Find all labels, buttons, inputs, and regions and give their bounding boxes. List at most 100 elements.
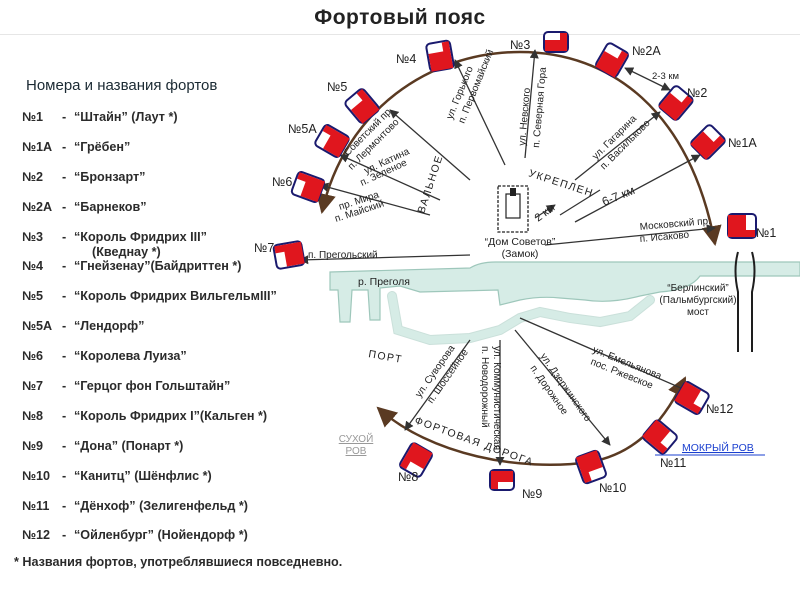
legend-row: №11-“Дёнхоф” (Зелигенфельд *) bbox=[22, 498, 248, 513]
legend-row: №9-“Дона” (Понарт *) bbox=[22, 438, 184, 453]
fort-label-3: №3 bbox=[510, 38, 530, 52]
castle-icon bbox=[497, 185, 529, 233]
legend-num: №1 bbox=[22, 110, 44, 124]
fort-5a-icon bbox=[314, 124, 350, 158]
berlin-bridge bbox=[734, 251, 756, 352]
legend-row: №8-“Король Фридрих I”(Кальген *) bbox=[22, 408, 268, 423]
fort-label-6: №6 bbox=[272, 175, 292, 189]
fort-12-icon bbox=[674, 381, 710, 415]
legend-row: №1-“Штайн” (Лаут *) bbox=[22, 110, 178, 124]
center-label-2: (Замок) bbox=[502, 248, 539, 260]
dry-moat-label-1: СУХОЙ bbox=[339, 432, 374, 445]
road-kommunisticheskaya-2: п. Новодорожный bbox=[479, 346, 490, 428]
fort-2a-icon bbox=[595, 42, 629, 78]
legend-num: №8 bbox=[22, 408, 44, 423]
bridge-label-2: (Пальмбургский) bbox=[659, 294, 736, 306]
distance-far: 6-7 км bbox=[600, 183, 637, 209]
fort-4-icon bbox=[425, 39, 455, 73]
legend-row: №1А-“Грёбен” bbox=[22, 139, 131, 154]
fort-label-4: №4 bbox=[396, 52, 416, 66]
radial-roads bbox=[299, 49, 716, 466]
distance-between: 2-3 км bbox=[652, 71, 679, 82]
legend-name: “Барнеков” bbox=[74, 199, 147, 214]
legend-row: №12-“Ойленбург” (Нойендорф *) bbox=[22, 528, 248, 543]
road-nevskogo-1: ул. Невского bbox=[517, 87, 533, 146]
road-kommunisticheskaya-1: ул. Коммунистическая bbox=[491, 346, 502, 450]
legend-name: “Король Фридрих I”(Кальген *) bbox=[74, 408, 268, 423]
fort-6-icon bbox=[290, 171, 326, 203]
legend-num: №1А bbox=[22, 139, 53, 154]
fort-7-icon bbox=[272, 240, 306, 270]
legend-name: “Штайн” (Лаут *) bbox=[74, 110, 178, 124]
legend-name: “Гнейзенау”(Байдриттен *) bbox=[74, 259, 242, 274]
legend-num: №9 bbox=[22, 438, 44, 453]
ring-label-port: ПОРТ bbox=[367, 348, 403, 366]
legend-name: “Грёбен” bbox=[74, 139, 131, 154]
legend-num: №11 bbox=[22, 498, 50, 513]
legend-row: №10-“Канитц” (Шёнфлис *) bbox=[22, 468, 212, 483]
fort-1a-icon bbox=[690, 124, 726, 160]
legend-num: №7 bbox=[22, 379, 44, 394]
fort-11-icon bbox=[642, 419, 678, 455]
legend-name: “Королева Луиза” bbox=[74, 349, 187, 364]
road-nevskogo-2: п. Северная Гора bbox=[531, 66, 549, 148]
fort-label-5a: №5А bbox=[288, 122, 317, 136]
fort-label-2: №2 bbox=[687, 86, 707, 100]
legend-name: “Герцог фон Гольштайн” bbox=[74, 379, 231, 394]
legend-row: №5-“Король Фридрих ВильгельмIII” bbox=[22, 289, 277, 304]
legend-name: “Король Фридрих ВильгельмIII” bbox=[74, 289, 277, 304]
legend-heading: Номера и названия фортов bbox=[26, 77, 218, 94]
title-divider bbox=[0, 34, 800, 35]
fort-label-9: №9 bbox=[522, 487, 542, 501]
fort-label-1a: №1А bbox=[728, 136, 757, 150]
dry-moat-label-2: РОВ bbox=[346, 446, 367, 457]
legend-name: “Дёнхоф” (Зелигенфельд *) bbox=[74, 498, 248, 513]
legend-num: №12 bbox=[22, 528, 51, 543]
fort-2-icon bbox=[658, 85, 694, 121]
fort-1-icon bbox=[727, 213, 757, 239]
north-fort-ring bbox=[316, 50, 722, 246]
legend-name: “Бронзарт” bbox=[74, 169, 146, 184]
road-pregolsky: п. Прегольский bbox=[308, 250, 378, 261]
legend-list: №1-“Штайн” (Лаут *) №1А-“Грёбен” №2-“Бро… bbox=[22, 110, 322, 558]
fort-icons bbox=[272, 31, 757, 491]
legend-name-extra: (Кведнау *) bbox=[92, 244, 161, 259]
legend-name: “Ойленбург” (Нойендорф *) bbox=[74, 528, 248, 543]
fort-number-labels: №1 №1А №2 №2А №3 №4 №5 №5А №6 №7 №8 №9 №… bbox=[254, 38, 776, 501]
page-title: Фортовый пояс bbox=[314, 6, 486, 29]
fort-label-7: №7 bbox=[254, 241, 274, 255]
legend-num: №5А bbox=[22, 319, 53, 334]
legend-row: №7-“Герцог фон Гольштайн” bbox=[22, 379, 231, 394]
legend-row: №2-“Бронзарт” bbox=[22, 169, 146, 184]
legend-num: №3 bbox=[22, 229, 44, 244]
legend-name: “Лендорф” bbox=[74, 319, 145, 334]
legend-num: №2 bbox=[22, 169, 44, 184]
fort-label-11: №11 bbox=[660, 456, 686, 470]
fort-3-icon bbox=[543, 31, 569, 53]
fort-label-10: №10 bbox=[599, 481, 626, 495]
legend-num: №2А bbox=[22, 199, 53, 214]
footnote: * Названия фортов, употреблявшиеся повсе… bbox=[14, 555, 343, 569]
fort-10-icon bbox=[575, 449, 607, 485]
legend-row: №5А-“Лендорф” bbox=[22, 319, 145, 334]
fort-9-icon bbox=[489, 469, 515, 491]
legend-row: №3-“Король Фридрих III”(Кведнау *) bbox=[22, 230, 322, 260]
fort-label-2a: №2А bbox=[632, 44, 661, 58]
road-moskovsky-2: п. Исаково bbox=[639, 230, 690, 245]
fort-label-5: №5 bbox=[327, 80, 347, 94]
legend-num: №6 bbox=[22, 349, 44, 364]
wet-moat-label: МОКРЫЙ РОВ bbox=[682, 441, 754, 454]
legend-name: “Король Фридрих III” bbox=[74, 229, 207, 244]
legend-row: №4-“Гнейзенау”(Байдриттен *) bbox=[22, 259, 242, 274]
legend-row: №2А-“Барнеков” bbox=[22, 199, 147, 214]
legend-name: “Дона” (Понарт *) bbox=[74, 438, 184, 453]
fort-label-8: №8 bbox=[398, 470, 418, 484]
legend-num: №10 bbox=[22, 468, 51, 483]
ring-label-valnoe: ВАЛЬНОЕ bbox=[415, 153, 445, 215]
fort-label-12: №12 bbox=[706, 402, 733, 416]
legend-row: №6-“Королева Луиза” bbox=[22, 349, 187, 364]
legend-num: №4 bbox=[22, 259, 44, 274]
bridge-label-1: “Берлинский” bbox=[667, 283, 729, 294]
center-label-1: “Дом Советов” bbox=[485, 236, 556, 248]
